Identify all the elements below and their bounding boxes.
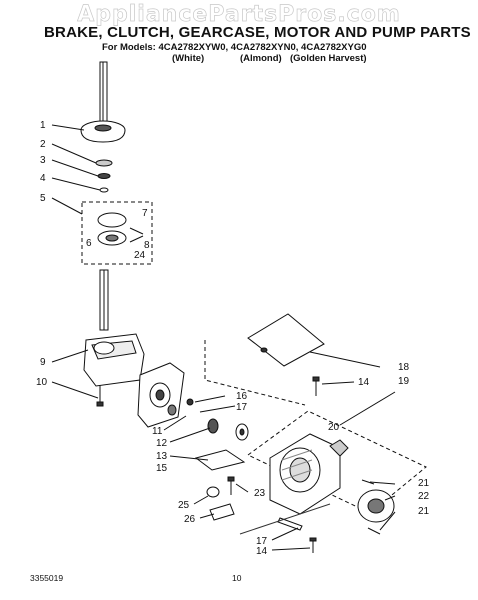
callout-26: 26: [184, 514, 196, 525]
callout-10: 10: [36, 377, 48, 388]
variant-golden-harvest: (Golden Harvest): [290, 53, 367, 64]
callout-25: 25: [178, 500, 190, 511]
callout-21b: 21: [418, 506, 430, 517]
variant-almond: (Almond): [240, 53, 282, 64]
callout-1: 1: [40, 120, 46, 131]
callout-23: 23: [254, 488, 266, 499]
callout-13: 13: [156, 451, 168, 462]
callout-19: 19: [398, 376, 410, 387]
callout-17b: 17: [256, 536, 268, 547]
callout-15: 15: [156, 463, 168, 474]
callout-22: 22: [418, 491, 430, 502]
callout-2: 2: [40, 139, 46, 150]
callout-14: 14: [358, 377, 370, 388]
callout-9: 9: [40, 357, 46, 368]
page-title: BRAKE, CLUTCH, GEARCASE, MOTOR AND PUMP …: [44, 24, 471, 41]
callout-3: 3: [40, 155, 46, 166]
callout-16: 16: [236, 391, 248, 402]
callout-7: 7: [142, 208, 148, 219]
callout-12: 12: [156, 438, 168, 449]
page-number: 10: [232, 573, 242, 583]
callout-20: 20: [328, 422, 340, 433]
callout-5: 5: [40, 193, 46, 204]
callout-14b: 14: [256, 546, 268, 557]
callout-8: 8: [144, 240, 150, 251]
callout-21: 21: [418, 478, 430, 489]
document-number: 3355019: [30, 573, 64, 583]
callout-24: 24: [134, 250, 146, 261]
callout-17: 17: [236, 402, 248, 413]
callout-6: 6: [86, 238, 92, 249]
variant-white: (White): [172, 53, 205, 64]
callout-11: 11: [152, 426, 163, 437]
callout-18: 18: [398, 362, 410, 373]
callout-4: 4: [40, 173, 46, 184]
watermark: AppliancePartsPros.com: [77, 2, 401, 28]
models-line: For Models: 4CA2782XYW0, 4CA2782XYN0, 4C…: [102, 42, 367, 53]
